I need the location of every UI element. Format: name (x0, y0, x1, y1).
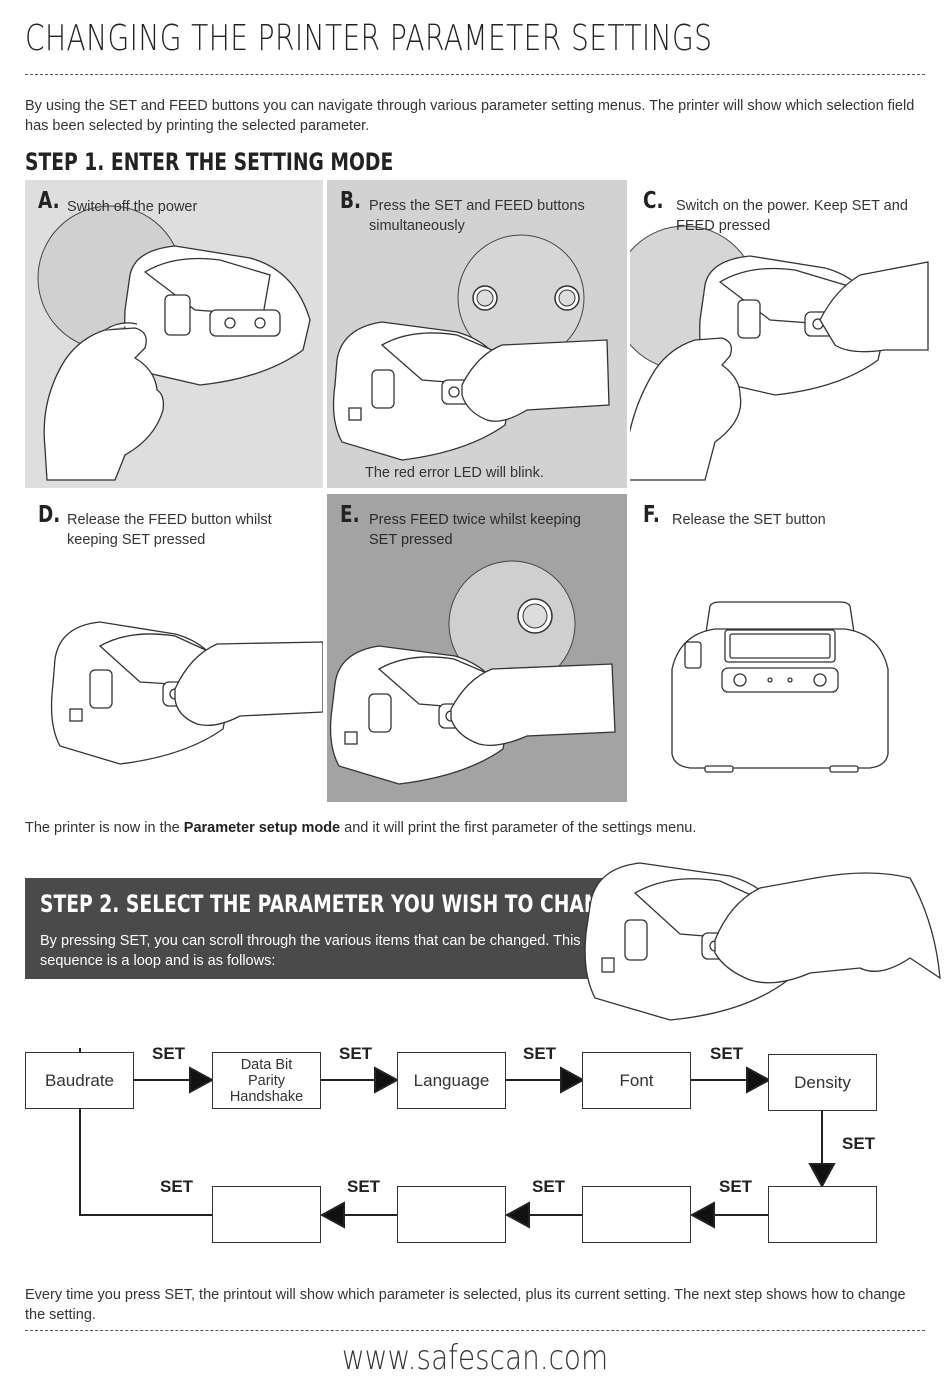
flow-step-databit-parity-handshake: Data Bit Parity Handshake (212, 1052, 321, 1109)
flow-step-density: Density (768, 1054, 877, 1111)
panel-d: D. Release the FEED button whilst keepin… (25, 494, 323, 802)
step-text-a: Switch off the power (67, 199, 198, 215)
printer-illustration-d (50, 621, 323, 765)
panel-f: F. Release the SET button (630, 494, 930, 802)
setup-mode-note: The printer is now in the Parameter setu… (25, 820, 697, 836)
intro-paragraph: By using the SET and FEED buttons you ca… (25, 98, 915, 134)
led-note: The red error LED will blink. (365, 465, 544, 481)
flow-step-blank-4 (212, 1186, 321, 1243)
printer-illustration-c (630, 225, 929, 481)
flow-step-font: Font (582, 1052, 691, 1109)
step2-banner: STEP 2. SELECT THE PARAMETER YOU WISH TO… (25, 878, 628, 979)
flow-step-baudrate: Baudrate (25, 1052, 134, 1109)
set-label: SET (719, 1177, 753, 1196)
set-label: SET (160, 1177, 194, 1196)
panel-b: B. Press the SET and FEED buttons simult… (327, 180, 627, 488)
flow-step-blank-1 (768, 1186, 877, 1243)
step-text-d: Release the FEED button whilst keeping S… (67, 512, 272, 548)
step2-heading: STEP 2. SELECT THE PARAMETER YOU WISH TO… (40, 890, 628, 918)
step-letter-b: B. (340, 188, 362, 214)
step1-heading: STEP 1. ENTER THE SETTING MODE (25, 148, 394, 176)
page-title: CHANGING THE PRINTER PARAMETER SETTINGS (25, 18, 713, 59)
set-label: SET (152, 1044, 186, 1063)
set-label: SET (532, 1177, 566, 1196)
flow-step-blank-3 (397, 1186, 506, 1243)
parameter-flow-diagram: Baudrate Data Bit Parity Handshake Langu… (0, 1040, 950, 1260)
panel-a: A. Switch off the power (25, 180, 323, 488)
step-text-b: Press the SET and FEED buttons simultane… (369, 198, 585, 234)
panel-c: C. Switch on the power. Keep SET and FEE… (630, 180, 930, 488)
printer-illustration-b (332, 234, 610, 461)
set-label: SET (710, 1044, 744, 1063)
step-text-c: Switch on the power. Keep SET and FEED p… (676, 198, 908, 234)
step-text-e: Press FEED twice whilst keeping SET pres… (369, 512, 581, 548)
step-letter-e: E. (340, 502, 360, 528)
setup-mode-emphasis: Parameter setup mode (183, 820, 341, 836)
set-label: SET (523, 1044, 557, 1063)
step-letter-d: D. (38, 502, 61, 528)
set-label: SET (339, 1044, 373, 1063)
flow-step-language: Language (397, 1052, 506, 1109)
website-url: www.safescan.com (341, 1338, 609, 1378)
step-text-f: Release the SET button (672, 512, 826, 528)
divider (25, 74, 925, 75)
step-letter-c: C. (643, 188, 664, 214)
printer-illustration-a (37, 205, 311, 481)
printer-illustration-e (329, 560, 616, 785)
printer-illustration-step2 (584, 862, 941, 1021)
panel-e: E. Press FEED twice whilst keeping SET p… (327, 494, 627, 802)
step-letter-f: F. (643, 502, 660, 528)
footer-note: Every time you press SET, the printout w… (25, 1287, 906, 1323)
step-letter-a: A. (38, 188, 60, 214)
printer-illustration-f (671, 601, 889, 773)
set-label: SET (842, 1134, 876, 1153)
set-label: SET (347, 1177, 381, 1196)
divider (25, 1330, 925, 1331)
step2-description: By pressing SET, you can scroll through … (40, 933, 581, 969)
flow-step-blank-2 (582, 1186, 691, 1243)
